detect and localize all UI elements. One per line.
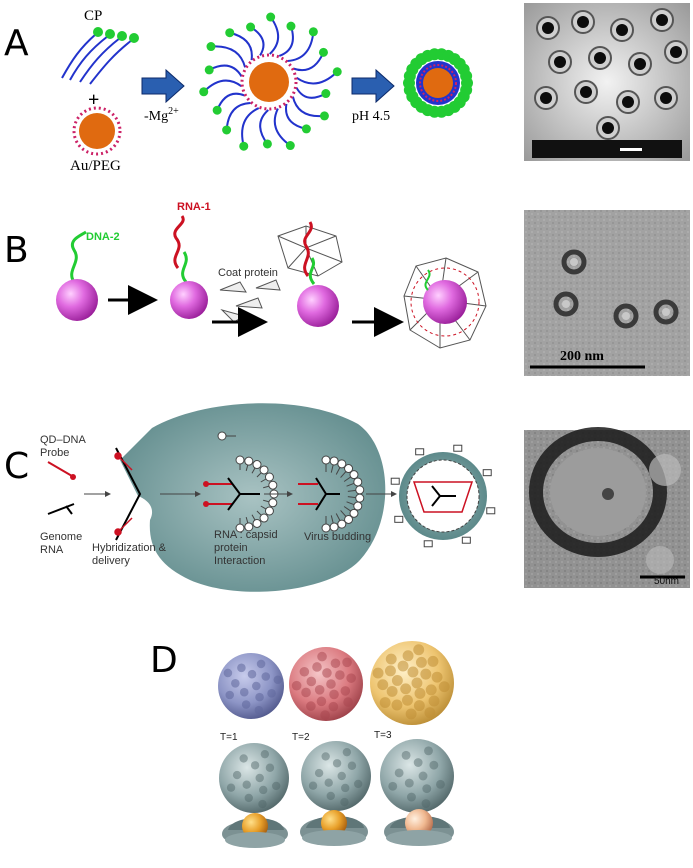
genome-rna-label-1: Genome (40, 531, 82, 543)
cutaway-capsid-row (222, 809, 454, 848)
assembled-vlp (403, 48, 473, 118)
rna-capsid-label-3: Interaction (214, 555, 265, 567)
rna-capsid-label-2: protein (214, 542, 248, 554)
partial-capsid (277, 221, 343, 327)
full-capsid-b (403, 257, 487, 349)
hybridization-label-1: Hybridization & (92, 542, 167, 554)
tem-image-b: 200 nm (524, 210, 690, 376)
arrow-a2 (351, 68, 395, 104)
hybridization-label-2: delivery (92, 555, 130, 567)
au-peg-particle (72, 106, 122, 156)
cp-heads (93, 27, 139, 43)
cutaway-1 (222, 813, 288, 848)
mature-virion (390, 444, 496, 548)
panel-label-a: A (4, 23, 29, 64)
panel-a: A CP + Au/PEG -Mg2+ (4, 3, 690, 174)
genome-rna-label-2: RNA (40, 544, 64, 556)
cell-body (120, 403, 386, 592)
tem-image-c: 50nm (524, 427, 690, 588)
rna-capsid-complex (203, 431, 279, 533)
scale-bar-b: 200 nm (560, 349, 604, 364)
dna2-label: DNA-2 (86, 231, 120, 243)
cutaway-3 (384, 809, 454, 846)
qd-probe (47, 461, 76, 480)
rna1-label: RNA-1 (177, 201, 211, 213)
au-peg-label: Au/PEG (70, 158, 121, 174)
assembly-intermediate (199, 12, 342, 151)
coat-protein-pieces (219, 279, 281, 323)
mg-label: -Mg2+ (144, 106, 179, 124)
virus-budding-label: Virus budding (304, 531, 371, 543)
gray-capsid-row (219, 739, 454, 813)
panel-label-c: C (4, 446, 29, 487)
tem-image-a (524, 3, 690, 161)
cutaway-2 (300, 810, 368, 846)
t3-label: T=3 (374, 730, 392, 741)
cp-label: CP (84, 8, 102, 24)
rna-capsid-label-1: RNA : capsid (214, 529, 278, 541)
panel-c: C QD–DNA Probe Genome RNA Hybridization … (4, 403, 690, 592)
arrows-into-cell (84, 447, 142, 541)
panel-label-b: B (4, 230, 29, 271)
panel-d: D T=1 T=2 T=3 (150, 640, 454, 848)
free-coat-proteins (61, 33, 133, 85)
coat-protein-label: Coat protein (218, 267, 278, 279)
t2-label: T=2 (292, 732, 310, 743)
t1-label: T=1 (220, 732, 238, 743)
sphere-rna1 (170, 215, 208, 319)
budding-virus (298, 455, 365, 533)
scale-bar-c: 50nm (654, 576, 679, 587)
panel-b: B DNA-2 RNA-1 Coat protein (4, 201, 690, 376)
qd-probe-label-2: Probe (40, 447, 69, 459)
panel-label-d: D (150, 640, 178, 681)
genome-rna-strand (47, 503, 75, 515)
plus-sign: + (88, 89, 99, 111)
qd-probe-label-1: QD–DNA (40, 434, 87, 446)
arrow-a1 (141, 68, 185, 104)
sphere-dna2 (56, 230, 98, 321)
capsid-t1 (218, 653, 284, 719)
capsid-t3 (370, 641, 454, 725)
capsid-t2 (289, 647, 363, 721)
ph-label: pH 4.5 (352, 109, 390, 124)
